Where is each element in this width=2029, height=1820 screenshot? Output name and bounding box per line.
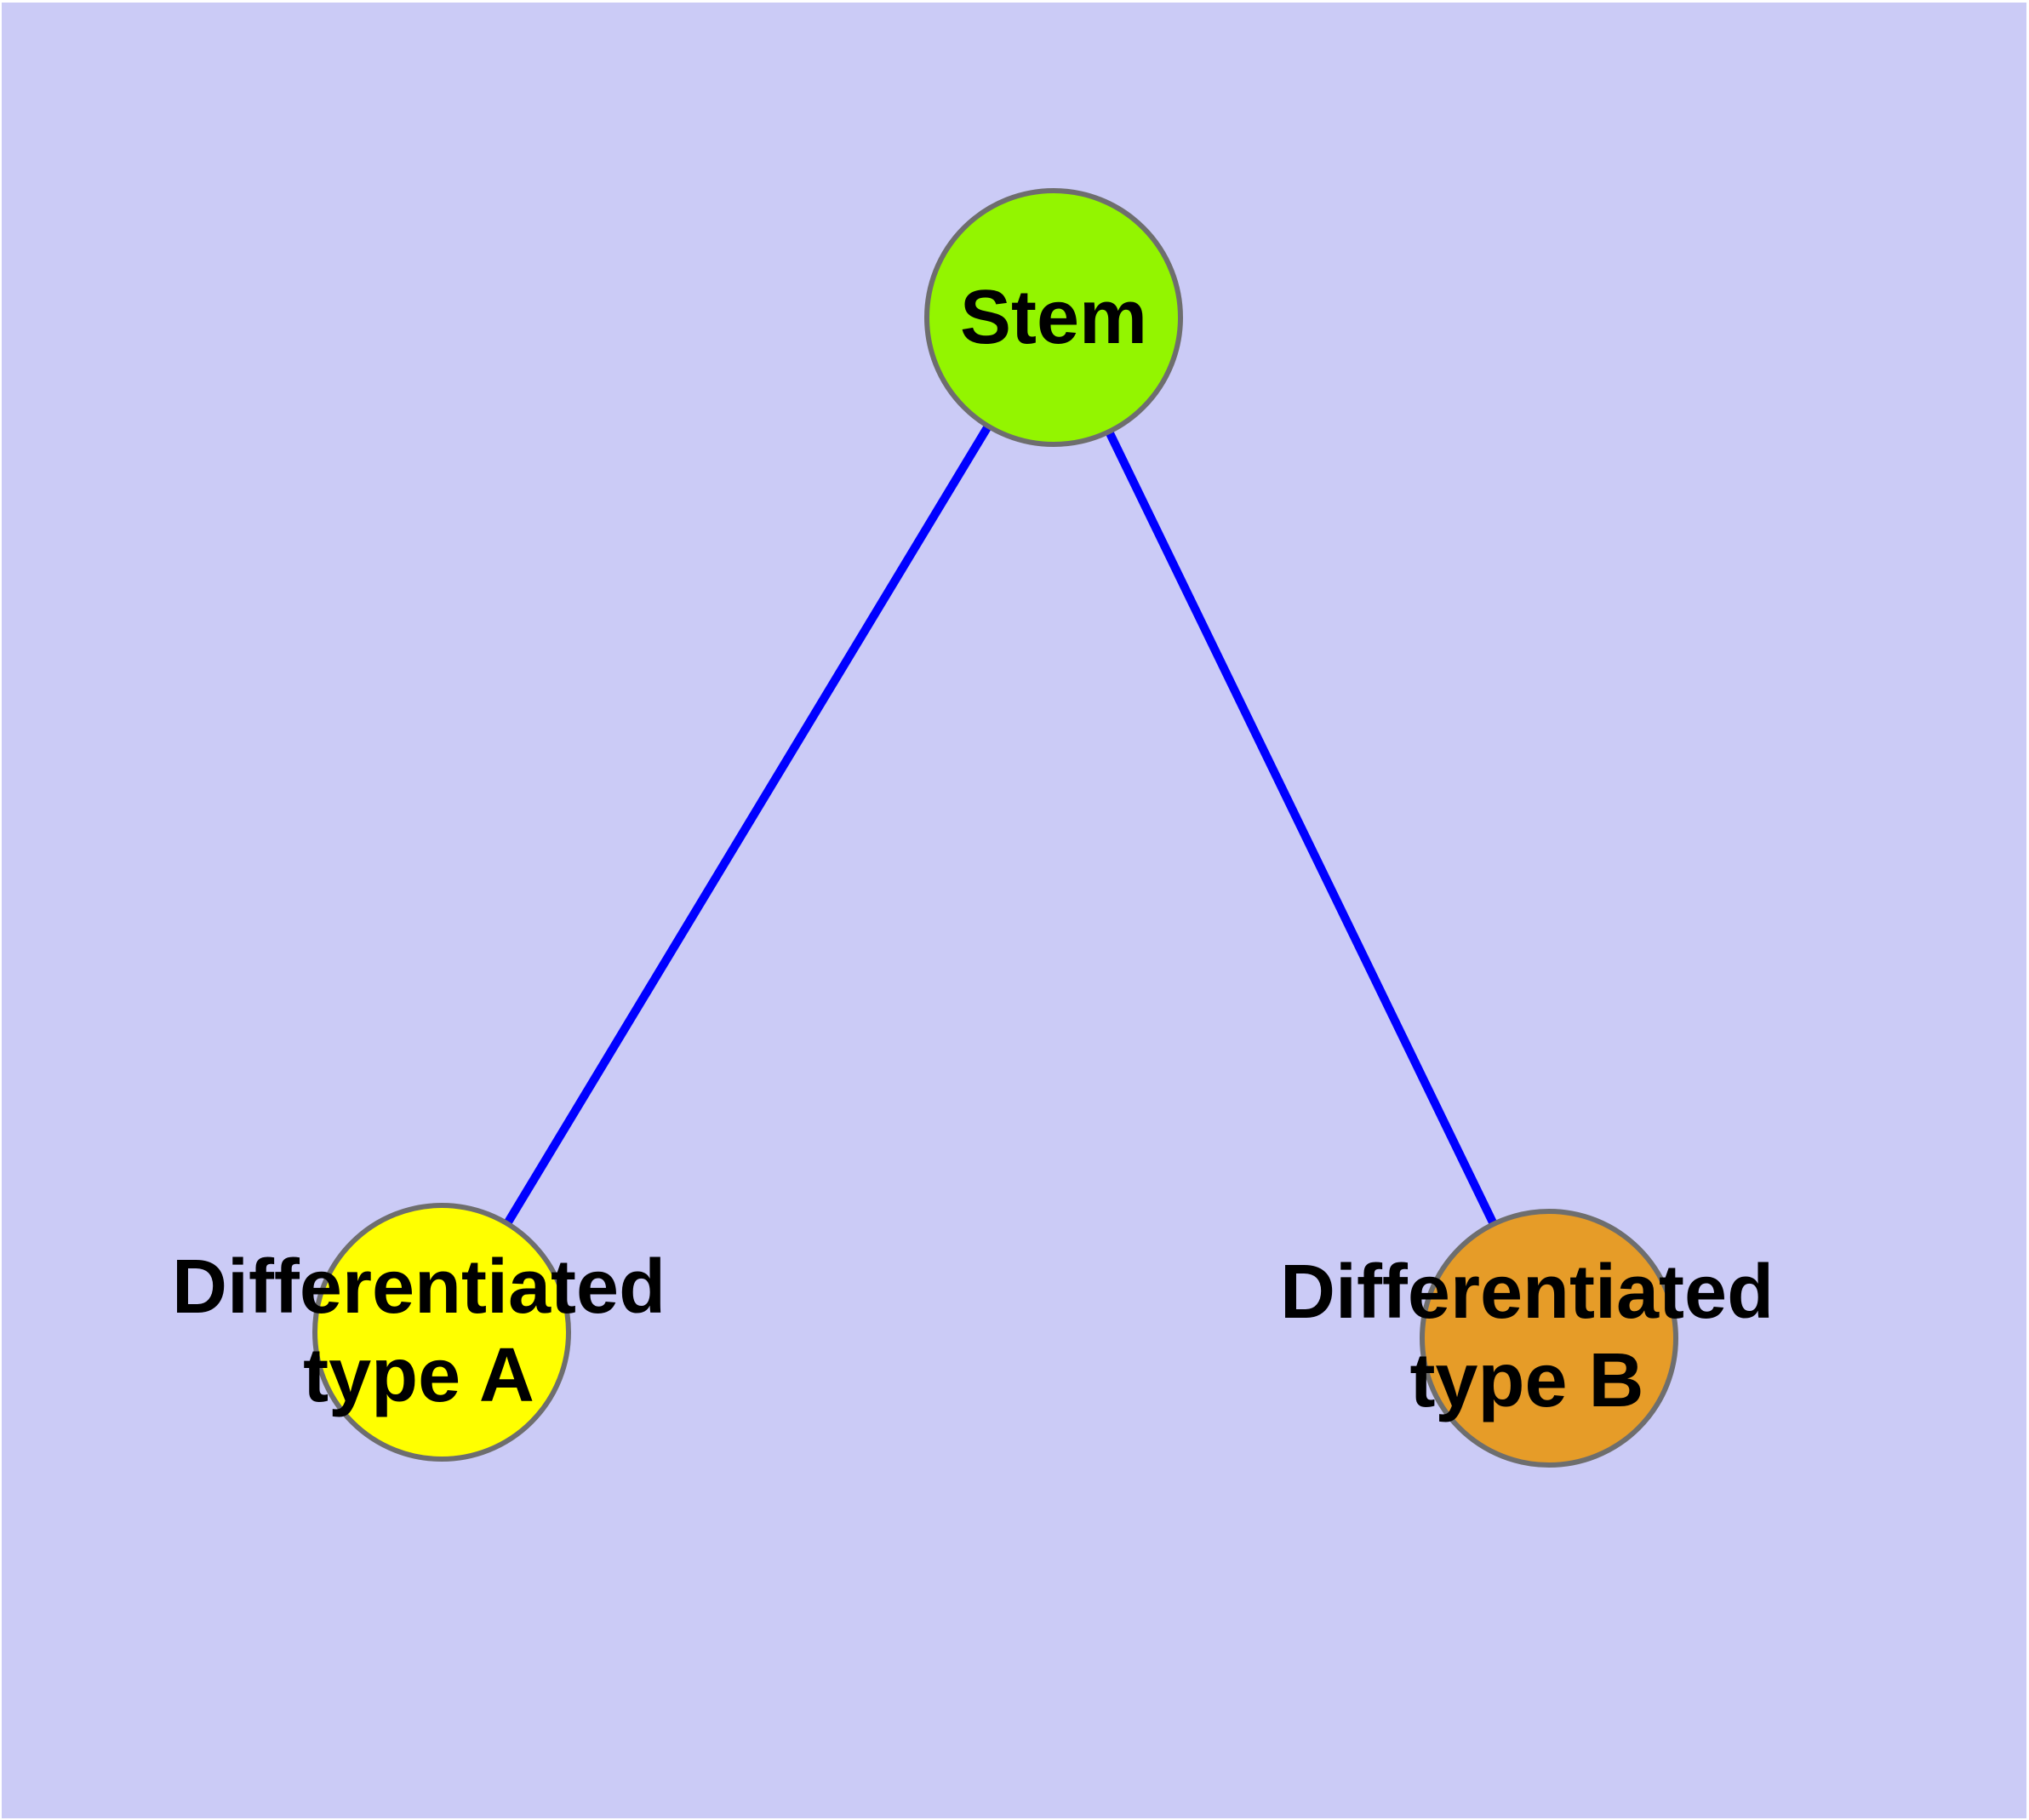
node-stem-label: Stem	[960, 273, 1147, 362]
node-differentiated-type-b-label: Differentiated type B	[1280, 1248, 1774, 1425]
node-differentiated-type-a-label: Differentiated type A	[172, 1243, 666, 1420]
node-differentiated-type-a-label-line2: type A	[303, 1333, 534, 1418]
node-differentiated-type-b-circle	[1420, 1209, 1678, 1468]
node-differentiated-type-b-label-line1: Differentiated	[1279, 1250, 1775, 1335]
node-stem-label-text: Stem	[959, 275, 1148, 360]
node-differentiated-type-b-label-line2: type B	[1409, 1338, 1644, 1423]
node-stem-circle	[924, 188, 1183, 447]
node-differentiated-type-a-circle	[312, 1203, 571, 1462]
node-differentiated-type-a-label-line1: Differentiated	[171, 1245, 666, 1330]
edge-stem-to-type-a	[437, 315, 1058, 1335]
edge-stem-to-type-b	[1049, 315, 1553, 1341]
